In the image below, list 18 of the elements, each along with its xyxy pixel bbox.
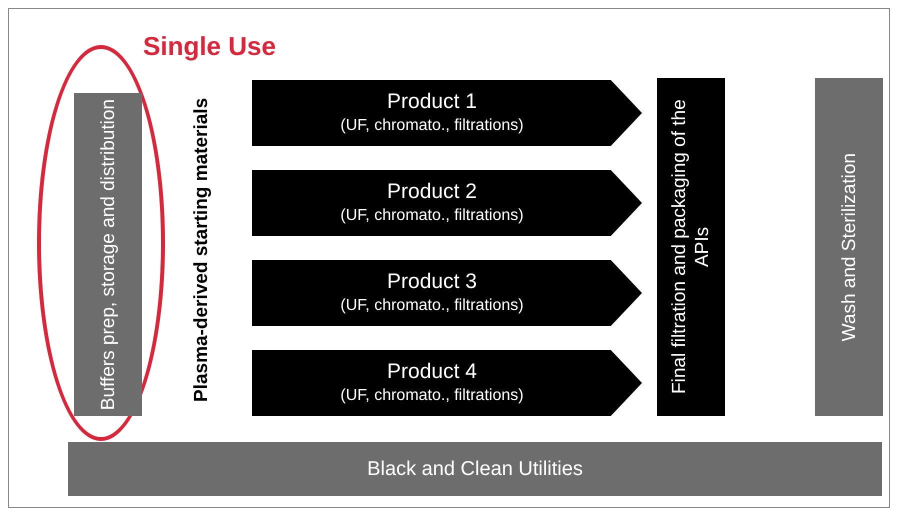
process-box (74, 93, 142, 416)
highlight-heading: Single Use (143, 31, 276, 62)
product-subtitle: (UF, chromato., filtrations) (340, 206, 524, 226)
product-subtitle: (UF, chromato., filtrations) (340, 296, 524, 316)
box-label: Final filtration and packaging of the APIs (668, 98, 714, 396)
vertical-label: Plasma-derived starting materials (190, 96, 213, 404)
product-subtitle: (UF, chromato., filtrations) (340, 116, 524, 136)
product-title: Product 1 (387, 89, 477, 115)
box-label: Black and Clean Utilities (367, 458, 583, 480)
process-box (68, 442, 882, 496)
product-title: Product 2 (387, 179, 477, 205)
box-label: Buffers prep, storage and distribution (96, 98, 120, 410)
product-title: Product 4 (387, 359, 477, 385)
process-box (657, 78, 725, 416)
product-title: Product 3 (387, 269, 477, 295)
box-label: Wash and Sterilization (838, 152, 860, 342)
process-box (815, 78, 883, 416)
product-subtitle: (UF, chromato., filtrations) (340, 386, 524, 406)
